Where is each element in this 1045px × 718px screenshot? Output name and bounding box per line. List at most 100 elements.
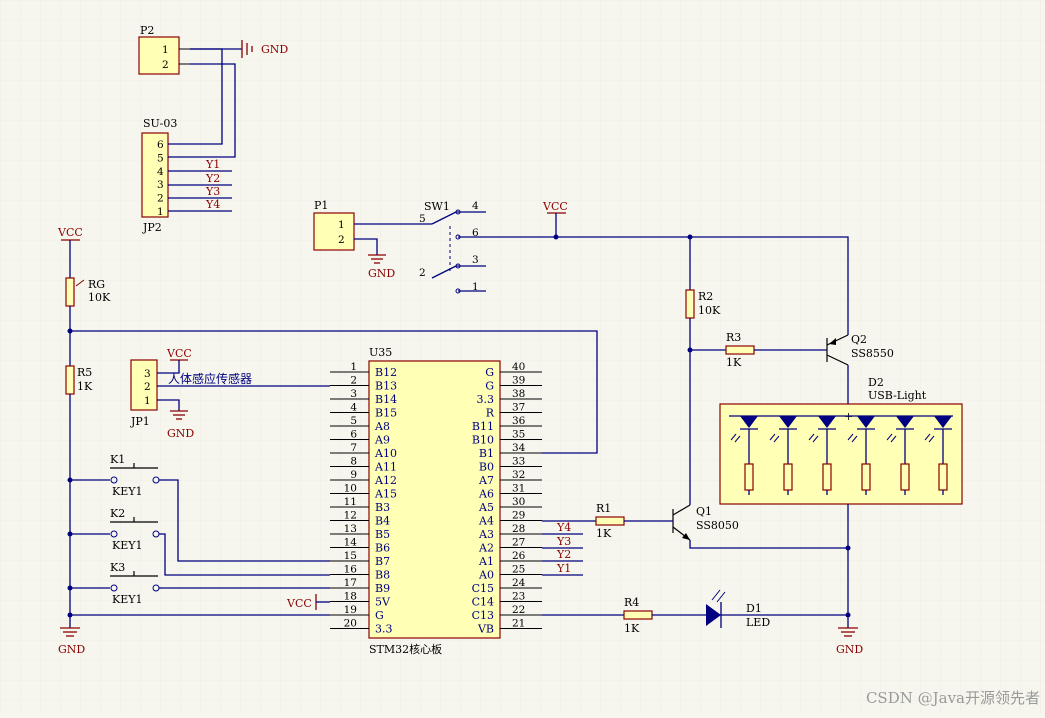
wire-u35-b1: [70, 330, 598, 454]
u35-pin-num-29: 29: [512, 510, 525, 522]
wire-q1-emitter: [689, 540, 848, 549]
transistor-q1[interactable]: Q1 SS8050: [672, 504, 739, 541]
connector-jp1[interactable]: 3 2 1 JP1: [130, 359, 158, 428]
jp1-pin3: 3: [144, 368, 151, 380]
u35-pin-num-6: 6: [350, 429, 357, 441]
u35-pin-num-21: 21: [512, 618, 525, 630]
led-d1[interactable]: D1 LED: [706, 589, 848, 629]
net-y4-u35: Y4: [556, 521, 571, 534]
u35-pin-name-36: B11: [472, 420, 494, 433]
rg-designator: RG: [88, 278, 105, 291]
u35-pin-num-9: 9: [350, 469, 357, 481]
u35-pin-num-22: 22: [512, 604, 525, 616]
u35-pin-name-28: A3: [478, 528, 494, 541]
u35-pin-num-27: 27: [512, 537, 525, 549]
d1-value: LED: [746, 616, 770, 629]
u35-pin-name-22: C13: [472, 609, 494, 622]
u35-pin-name-32: A7: [478, 474, 494, 487]
junction-rg-b1: [67, 328, 73, 334]
r2-designator: R2: [698, 290, 713, 303]
u35-pin-name-10: A15: [374, 488, 397, 501]
k1-designator: K1: [110, 453, 125, 466]
u35-pin-num-39: 39: [512, 375, 525, 387]
u35-footer: STM32核心板: [369, 642, 442, 656]
resistor-r4[interactable]: R4 1K: [542, 596, 706, 635]
gnd-symbol-p1: GND: [368, 254, 395, 280]
d2-led-5: [886, 416, 914, 495]
u35-pin-num-14: 14: [344, 537, 358, 549]
vcc-symbol-left: VCC: [57, 226, 83, 278]
u35-pin-num-38: 38: [512, 388, 525, 400]
resistor-r2[interactable]: R2 10K: [685, 237, 721, 505]
connector-p1[interactable]: P1 1 2: [313, 199, 355, 251]
sw1-designator: SW1: [424, 200, 450, 213]
photoresistor-rg[interactable]: RG 10K: [65, 277, 111, 307]
u35-pin-name-16: B8: [375, 569, 390, 582]
sw1-pin4: 4: [472, 200, 479, 212]
d2-led-1: [730, 416, 758, 495]
u35-pin-num-36: 36: [512, 415, 526, 427]
junction-vcc: [553, 234, 559, 240]
switch-sw1[interactable]: SW1 5 4 6 2 3 1: [419, 200, 486, 294]
resistor-r3[interactable]: R3 1K: [690, 331, 827, 369]
q1-value: SS8050: [696, 519, 739, 532]
net-y-labels: Y1 Y2 Y3 Y4: [168, 158, 232, 212]
transistor-q2[interactable]: Q2 SS8550: [826, 333, 894, 366]
r4-designator: R4: [624, 596, 639, 609]
vcc-label-sw1: VCC: [542, 200, 568, 213]
u35-pin-num-35: 35: [512, 429, 525, 441]
net-y1-u35: Y1: [556, 562, 571, 575]
u35-pin-num-25: 25: [512, 564, 525, 576]
u35-pin-num-4: 4: [350, 402, 357, 414]
u35-pin-name-2: B13: [375, 380, 397, 393]
gnd-symbol-right: GND: [836, 627, 863, 656]
p1-designator: P1: [314, 199, 328, 212]
u35-pin-num-12: 12: [344, 510, 357, 522]
u35-pin-name-5: A8: [374, 420, 390, 433]
u35-pin-name-12: B4: [375, 515, 390, 528]
u35-pin-num-40: 40: [512, 361, 525, 373]
wire-p2-1: [168, 48, 223, 145]
net-y4-su03: Y4: [205, 198, 220, 211]
resistor-r1[interactable]: R1 1K: [542, 502, 673, 540]
d1-designator: D1: [746, 602, 762, 615]
u35-pin-num-16: 16: [344, 564, 358, 576]
r5-designator: R5: [77, 366, 92, 379]
u35-pin-num-30: 30: [512, 496, 525, 508]
resistor-r5[interactable]: R5 1K: [65, 365, 93, 395]
led-array-d2[interactable]: D2 USB-Light +: [719, 376, 963, 505]
p1-pin2: 2: [338, 234, 345, 246]
u35-pin-name-4: B15: [375, 407, 397, 420]
u35-pin-num-24: 24: [512, 577, 526, 589]
k3-value: KEY1: [112, 593, 143, 606]
connector-su03[interactable]: SU-03 JP2: [141, 117, 177, 234]
u35-pin-name-30: A5: [478, 501, 494, 514]
u35-pin-num-7: 7: [350, 442, 357, 454]
u35-pin-name-39: G: [485, 380, 494, 393]
q1-designator: Q1: [696, 505, 712, 518]
q2-value: SS8550: [851, 347, 894, 360]
connector-p2[interactable]: P2 1 2: [138, 24, 190, 75]
jp1-pin1: 1: [144, 395, 151, 407]
r3-value: 1K: [726, 356, 742, 369]
k1-value: KEY1: [112, 485, 143, 498]
gnd-symbol-left: GND: [58, 627, 85, 656]
d2-designator: D2: [868, 376, 884, 389]
u35-pin-num-31: 31: [512, 483, 525, 495]
wire-k1: [162, 479, 330, 562]
u35-pin-name-1: B12: [375, 366, 397, 379]
u35-pin-name-34: B1: [479, 447, 494, 460]
u35-pin-name-25: A0: [478, 569, 494, 582]
p2-designator: P2: [140, 24, 154, 37]
vcc-symbol-sw1: VCC: [542, 200, 568, 237]
watermark-text: CSDN @Java开源领先者: [866, 689, 1040, 707]
u35-pin-name-13: B5: [375, 528, 390, 541]
u35-pin-num-26: 26: [512, 550, 526, 562]
u35-pin-num-33: 33: [512, 456, 525, 468]
u35-pin-num-11: 11: [344, 496, 357, 508]
